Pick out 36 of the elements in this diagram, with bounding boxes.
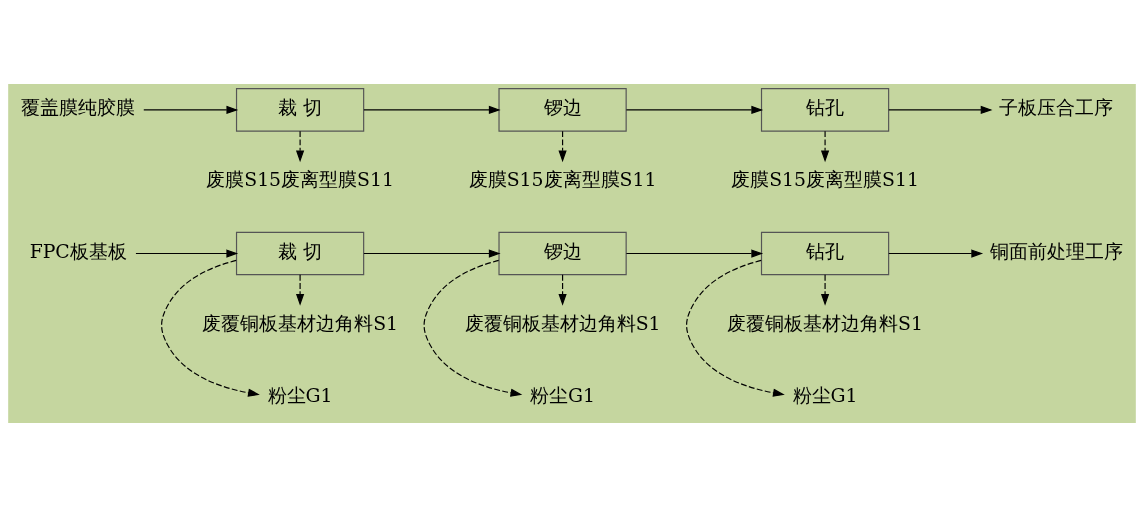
arrow (135, 249, 239, 258)
arrow (295, 130, 305, 163)
node-text: 废膜S15废离型膜S11 (731, 169, 919, 191)
arrow (143, 105, 239, 115)
node-text: 废膜S15废离型膜S11 (468, 169, 657, 191)
arrow (888, 249, 984, 258)
node-box: 锣边 (498, 88, 627, 132)
arrow (363, 249, 501, 258)
node-box: 裁 切 (235, 231, 365, 276)
arrow (558, 274, 567, 306)
node-text: FPC板基板 (29, 240, 127, 262)
node-text: 子板压合工序 (999, 97, 1114, 119)
node-text: 粉尘G1 (267, 384, 333, 406)
node-text: 废覆铜板基材边角料S1 (727, 312, 924, 334)
arrow (161, 259, 260, 397)
node-text: 废覆铜板基材边角料S1 (202, 312, 399, 334)
arrow (820, 274, 830, 306)
arrow (423, 259, 523, 397)
node-box: 锣边 (498, 231, 627, 276)
node-box: 钻孔 (760, 88, 890, 132)
node-text: 废覆铜板基材边角料S1 (464, 312, 661, 334)
arrow (363, 105, 501, 115)
node-box: 裁 切 (235, 88, 365, 132)
node-box: 钻孔 (760, 231, 890, 276)
arrow (686, 259, 785, 397)
node-text: 覆盖膜纯胶膜 (21, 97, 136, 119)
arrow (888, 105, 993, 115)
arrow (625, 249, 764, 258)
arrow (625, 105, 764, 115)
node-text: 铜面前处理工序 (989, 240, 1123, 262)
node-text: 粉尘G1 (792, 384, 858, 406)
arrow (295, 274, 305, 306)
node-text: 粉尘G1 (530, 384, 596, 406)
arrow (558, 130, 567, 163)
node-text: 废膜S15废离型膜S11 (206, 169, 394, 191)
arrow (820, 130, 830, 163)
